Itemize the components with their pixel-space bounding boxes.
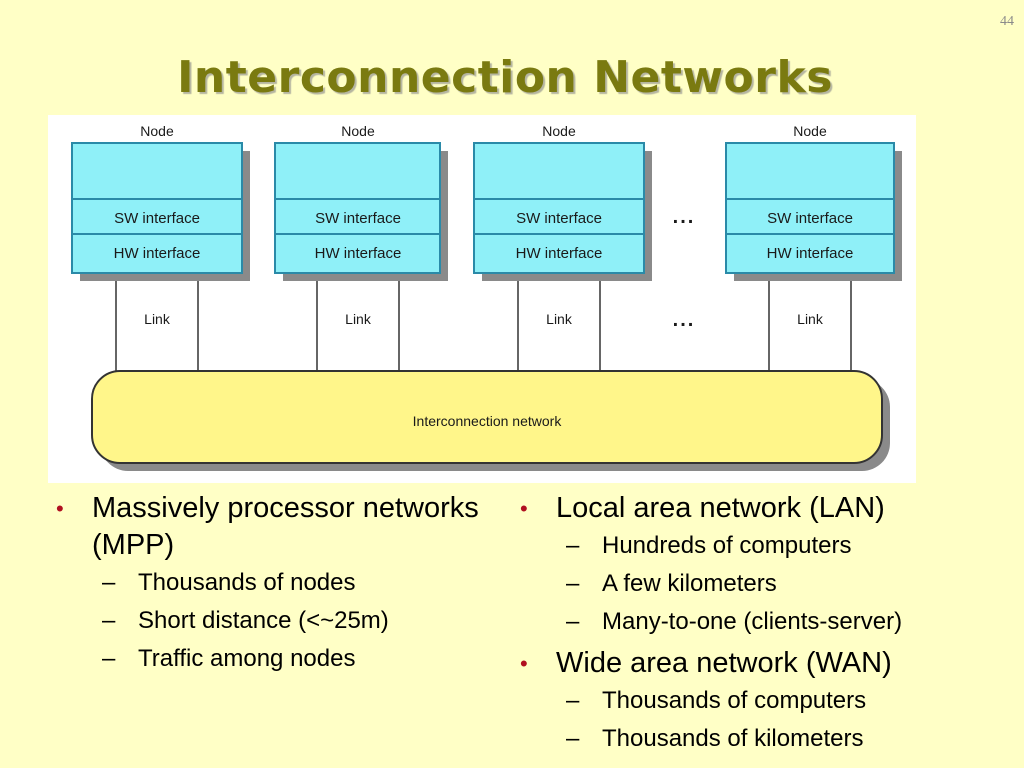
sub-bullet: – Many-to-one (clients-server)	[520, 603, 980, 641]
link-label: Link	[144, 311, 171, 327]
hw-interface-label: HW interface	[516, 245, 603, 262]
node-box	[274, 142, 441, 274]
sw-interface-label: SW interface	[315, 210, 401, 227]
diagram-svg: Interconnection network Node SW interfac…	[71, 123, 902, 471]
sub-bullet-text: Thousands of kilometers	[602, 725, 864, 752]
network-diagram: Interconnection network Node SW interfac…	[48, 115, 916, 483]
bullet-mpp: • Massively processor networks (MPP)	[56, 490, 496, 564]
link-label: Link	[345, 311, 372, 327]
node-label: Node	[140, 123, 174, 139]
sub-bullet: – Hundreds of computers	[520, 527, 980, 565]
interconnection-network: Interconnection network	[91, 370, 890, 471]
node-box	[71, 142, 243, 274]
node-label: Node	[341, 123, 375, 139]
sub-bullet-text: Hundreds of computers	[602, 532, 852, 559]
sub-bullet-text: Thousands of computers	[602, 687, 867, 714]
node-2: Node SW interface HW interface Link	[274, 123, 448, 372]
page-number: 44	[1000, 14, 1014, 29]
sw-interface-label: SW interface	[114, 210, 200, 227]
dash-marker: –	[566, 608, 580, 635]
sub-bullet-text: Short distance (<~25m)	[138, 607, 389, 634]
node-4: Node SW interface HW interface Link	[725, 123, 902, 372]
dash-marker: –	[566, 532, 580, 559]
dash-marker: –	[102, 645, 116, 672]
node-label: Node	[793, 123, 827, 139]
sub-bullet: – Short distance (<~25m)	[56, 602, 496, 640]
hw-interface-label: HW interface	[315, 245, 402, 262]
sub-bullet-text: A few kilometers	[602, 570, 777, 597]
right-bullet-column: • Local area network (LAN) – Hundreds of…	[520, 490, 980, 758]
bullet-text: Wide area network (WAN)	[556, 647, 892, 679]
bullet-wan: • Wide area network (WAN)	[520, 645, 980, 682]
hw-interface-label: HW interface	[114, 245, 201, 262]
dash-marker: –	[102, 607, 116, 634]
sub-bullet: – Thousands of kilometers	[520, 720, 980, 758]
slide-title: Interconnection Networks	[177, 52, 833, 103]
link-label: Link	[797, 311, 824, 327]
bullet-marker: •	[520, 496, 528, 521]
sub-bullet: – A few kilometers	[520, 565, 980, 603]
bullet-lan: • Local area network (LAN)	[520, 490, 980, 527]
bullet-marker: •	[56, 496, 64, 521]
node-1: Node SW interface HW interface Link	[71, 123, 250, 372]
sub-bullet: – Traffic among nodes	[56, 640, 496, 678]
ellipsis-link: ...	[673, 309, 696, 331]
ellipsis-top: ...	[673, 206, 696, 228]
bullet-text: Local area network (LAN)	[556, 492, 885, 524]
network-label: Interconnection network	[413, 413, 563, 429]
bullet-marker: •	[520, 651, 528, 676]
hw-interface-label: HW interface	[767, 245, 854, 262]
sub-bullet-text: Traffic among nodes	[138, 645, 356, 672]
node-box	[725, 142, 895, 274]
link-label: Link	[546, 311, 573, 327]
dash-marker: –	[566, 570, 580, 597]
node-box	[473, 142, 645, 274]
node-3: Node SW interface HW interface Link	[473, 123, 652, 372]
node-label: Node	[542, 123, 576, 139]
dash-marker: –	[102, 569, 116, 596]
dash-marker: –	[566, 725, 580, 752]
sub-bullet-text: Many-to-one (clients-server)	[602, 608, 903, 635]
dash-marker: –	[566, 687, 580, 714]
sw-interface-label: SW interface	[767, 210, 853, 227]
sub-bullet-text: Thousands of nodes	[138, 569, 356, 596]
network-body	[91, 370, 883, 464]
sub-bullet: – Thousands of nodes	[56, 564, 496, 602]
sw-interface-label: SW interface	[516, 210, 602, 227]
bullet-text: Massively processor networks (MPP)	[92, 492, 479, 561]
sub-bullet: – Thousands of computers	[520, 682, 980, 720]
left-bullet-column: • Massively processor networks (MPP) – T…	[56, 490, 496, 678]
